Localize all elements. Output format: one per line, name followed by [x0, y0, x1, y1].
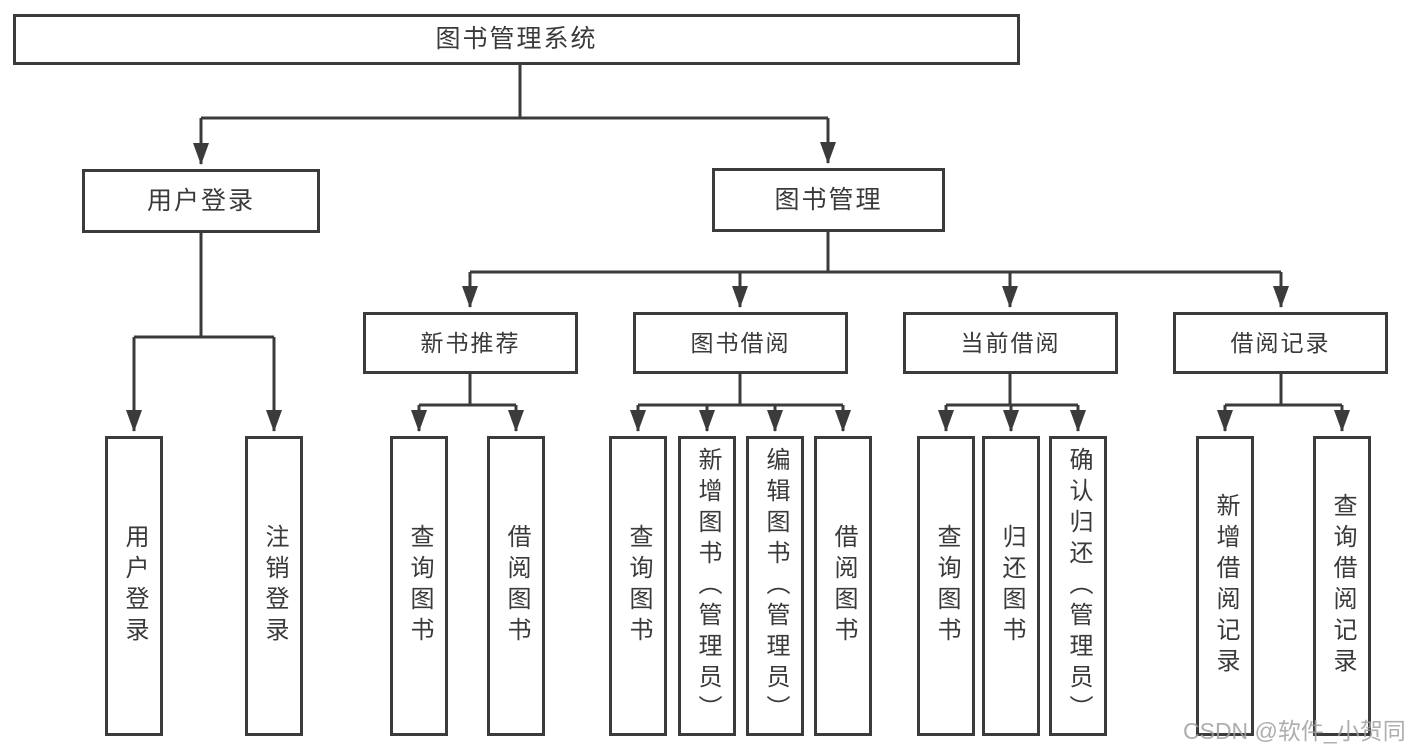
- connector-current-borrowing-trunk: [946, 374, 1078, 407]
- node-label: 借阅记录: [1230, 329, 1331, 356]
- leaf-records-add-record: 新增借阅记录: [1196, 436, 1254, 736]
- leaf-borrowing-query-books: 查询图书: [609, 436, 667, 736]
- node-label: 确认归还（管理员）: [1065, 446, 1092, 726]
- node-library-management-system: 图书管理系统: [13, 14, 1020, 65]
- node-book-management: 图书管理: [712, 168, 945, 232]
- node-label: 图书管理: [774, 185, 883, 214]
- leaf-current-return-books: 归还图书: [982, 436, 1040, 736]
- node-label: 查询借阅记录: [1329, 493, 1356, 679]
- node-label: 编辑图书（管理员）: [762, 446, 789, 726]
- node-label: 用户登录: [121, 524, 148, 648]
- node-label: 用户登录: [146, 186, 255, 215]
- node-label: 归还图书: [998, 524, 1025, 648]
- node-label: 查询图书: [933, 524, 960, 648]
- connector-new-book-trunk: [419, 374, 516, 407]
- leaf-borrowing-borrow-books: 借阅图书: [814, 436, 872, 736]
- node-new-book-recommend: 新书推荐: [363, 312, 578, 374]
- node-label: 注销登录: [261, 524, 288, 648]
- node-label: 查询图书: [406, 524, 433, 648]
- leaf-logout: 注销登录: [245, 436, 303, 736]
- node-label: 新增图书（管理员）: [694, 446, 721, 726]
- connector-records-trunk: [1225, 374, 1342, 407]
- connector-user-login-trunk: [134, 233, 274, 339]
- node-label: 当前借阅: [960, 329, 1061, 356]
- node-label: 新书推荐: [420, 329, 521, 356]
- csdn-watermark: CSDN @软件_小贺同学: [1183, 718, 1405, 744]
- node-label: 查询图书: [625, 524, 652, 648]
- leaf-user-login: 用户登录: [105, 436, 163, 736]
- node-label: 图书借阅: [690, 329, 791, 356]
- connector-book-management-trunk: [470, 232, 1281, 274]
- leaf-records-query-record: 查询借阅记录: [1313, 436, 1371, 736]
- leaf-current-confirm-return-admin: 确认归还（管理员）: [1049, 436, 1107, 736]
- node-book-borrowing: 图书借阅: [633, 312, 848, 374]
- node-borrowing-records: 借阅记录: [1173, 312, 1388, 374]
- leaf-current-query-books: 查询图书: [917, 436, 975, 736]
- leaf-borrowing-edit-book-admin: 编辑图书（管理员）: [746, 436, 804, 736]
- node-label: 新增借阅记录: [1212, 493, 1239, 679]
- node-current-borrowing: 当前借阅: [903, 312, 1118, 374]
- leaf-newrec-borrow-books: 借阅图书: [487, 436, 545, 736]
- node-label: 图书管理系统: [435, 25, 598, 53]
- leaf-borrowing-add-book-admin: 新增图书（管理员）: [678, 436, 736, 736]
- connector-book-borrowing-trunk: [638, 374, 843, 407]
- leaf-newrec-query-books: 查询图书: [390, 436, 448, 736]
- node-label: 借阅图书: [830, 524, 857, 648]
- node-label: 借阅图书: [503, 524, 530, 648]
- node-user-login: 用户登录: [82, 169, 320, 233]
- connector-root-trunk: [201, 65, 828, 120]
